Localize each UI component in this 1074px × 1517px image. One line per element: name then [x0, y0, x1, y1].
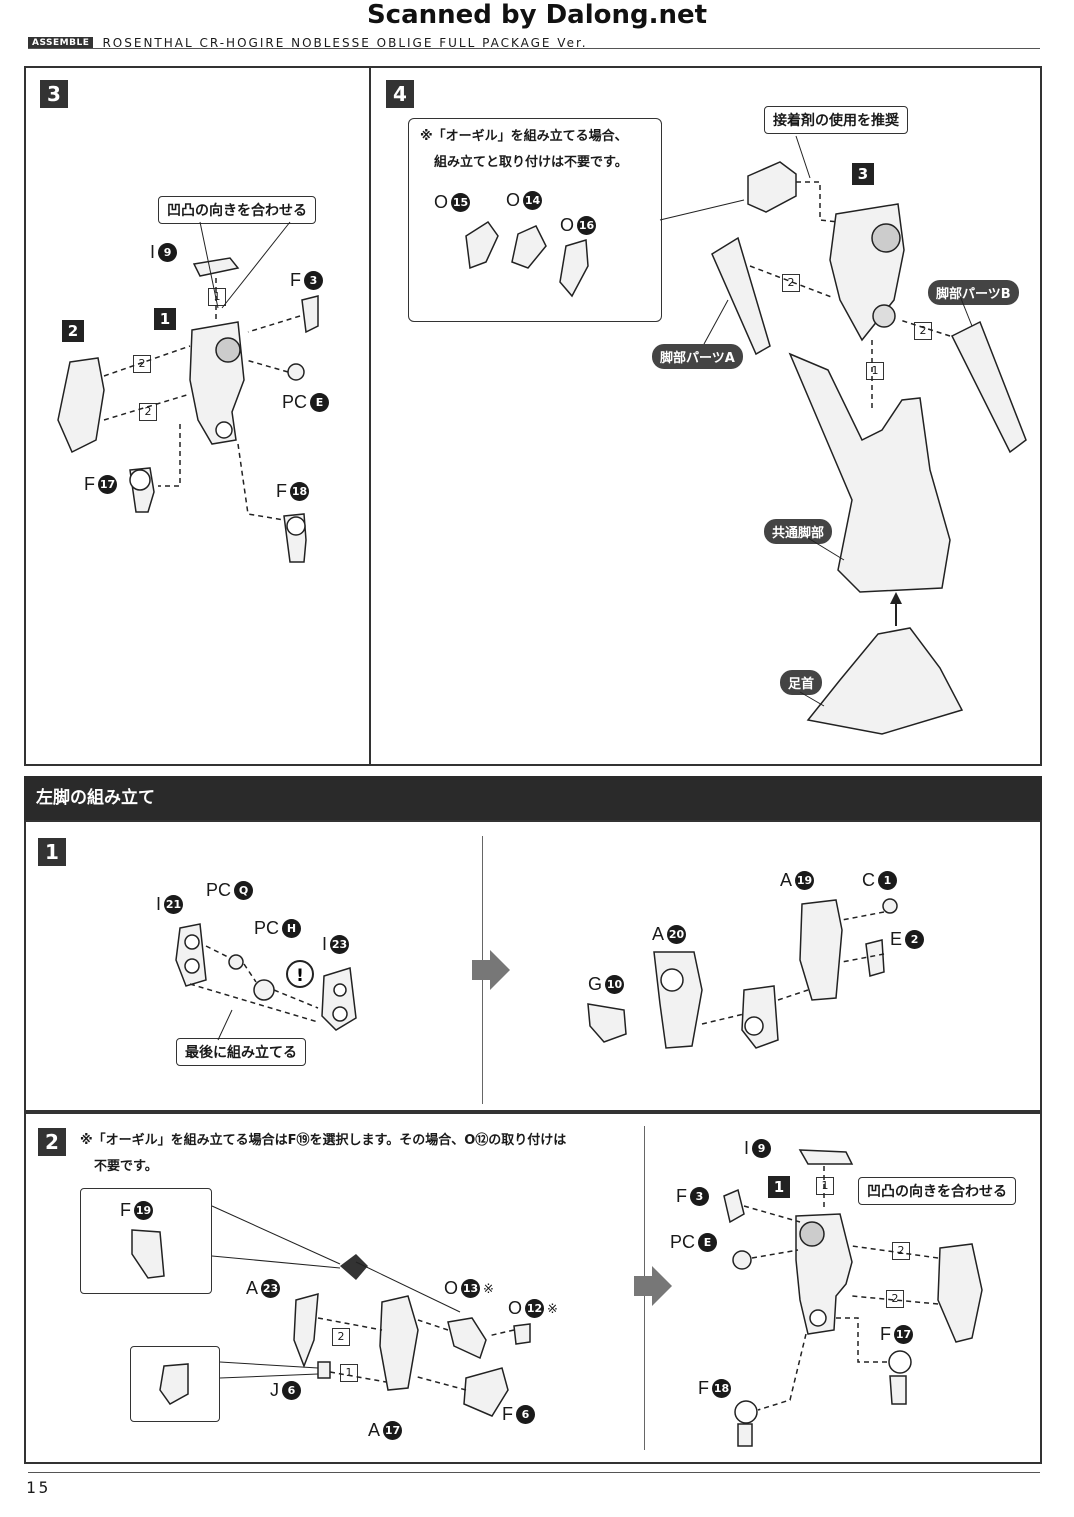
footer-rule [28, 1472, 1040, 1473]
order-tag: 1 [340, 1364, 358, 1382]
header-rule [28, 48, 1040, 49]
step2-note-line2: 不要です。 [94, 1159, 158, 1174]
leg-part-b [950, 320, 1027, 454]
left-step-2-number: 2 [38, 1128, 66, 1156]
cap-part-i9 [192, 257, 240, 277]
step2-note-line1: ※「オーギル」を組み立てる場合はF⑲を選択します。その場合、O⑫の取り付けは [80, 1133, 567, 1148]
order-tag: 2 [914, 322, 932, 340]
step-4-number: 4 [386, 80, 414, 108]
pc-joint-q [228, 954, 244, 970]
order-tag: 2 [886, 1290, 904, 1308]
step3-align-callout: 凹凸の向きを合わせる [158, 196, 316, 224]
order-tag: 2 [782, 274, 800, 292]
product-title: ROSENTHAL CR-HOGIRE NOBLESSE OBLIGE FULL… [102, 35, 588, 50]
flow-arrow [634, 1266, 672, 1306]
leg-part-a-label: 脚部パーツA [652, 344, 743, 369]
leg-part-a [711, 236, 771, 356]
watermark: Scanned by Dalong.net [366, 0, 708, 30]
left-step-1-number: 1 [38, 838, 66, 866]
ankle-part [806, 627, 964, 735]
glue-recommended-callout: 接着剤の使用を推奨 [764, 106, 908, 134]
left-leg-step2-panel [24, 1112, 1042, 1464]
page-header: ASSEMBLE ROSENTHAL CR-HOGIRE NOBLESSE OB… [28, 32, 588, 51]
common-leg-label: 共通脚部 [764, 519, 833, 544]
armor-part-2 [57, 357, 105, 454]
ankle-label: 足首 [780, 670, 823, 695]
leg-part-b-label: 脚部パーツB [928, 280, 1019, 305]
warning-mark: ! [296, 966, 304, 986]
warning-circle [286, 960, 314, 988]
order-tag: 2 [332, 1328, 350, 1346]
section-title-bar: 左脚の組み立て [24, 776, 1042, 820]
panel-divider [369, 66, 371, 766]
order-tag: 2 [139, 403, 157, 421]
step2-substep-1: 1 [768, 1176, 790, 1198]
clip-part-f3 [301, 295, 319, 334]
flow-arrow [472, 950, 510, 990]
step4-ref-step: 3 [852, 163, 874, 185]
step2-align-callout: 凹凸の向きを合わせる [858, 1177, 1016, 1205]
step3-substep-1: 1 [154, 308, 176, 330]
inset-box-j6 [130, 1346, 220, 1422]
order-tag: 1 [866, 362, 884, 380]
step4-note-line2: 組み立てと取り付けは不要です。 [434, 155, 628, 170]
step4-note-line1: ※「オーギル」を組み立てる場合、 [420, 129, 628, 144]
assemble-tag: ASSEMBLE [28, 36, 94, 49]
step3-substep-2: 2 [62, 320, 84, 342]
page-number: 15 [26, 1478, 52, 1497]
step-3-number: 3 [40, 80, 68, 108]
magnify-marker [340, 1254, 368, 1280]
small-armor [747, 161, 797, 213]
inset-box-f19 [80, 1188, 212, 1294]
order-tag: 1 [816, 1177, 834, 1195]
common-leg [788, 352, 951, 593]
assemble-last-callout: 最後に組み立てる [176, 1038, 306, 1066]
knee-joint [872, 304, 896, 328]
